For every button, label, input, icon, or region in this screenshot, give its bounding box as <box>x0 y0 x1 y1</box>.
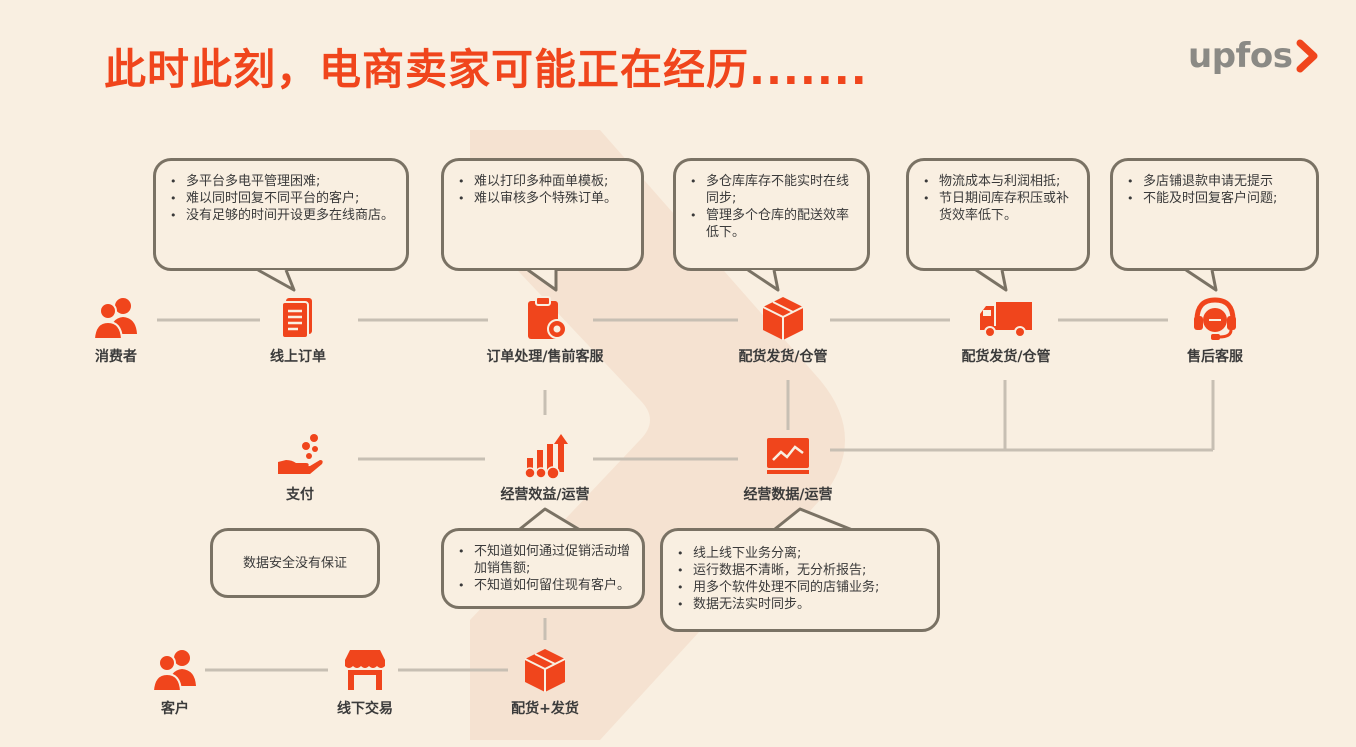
users-icon <box>92 298 137 340</box>
bubble-item: 用多个软件处理不同的店铺业务; <box>675 579 927 596</box>
bubble-item: 多仓库库存不能实时在线同步; <box>688 173 857 207</box>
node-label: 客户 <box>161 701 189 717</box>
bubble-online-order: 多平台多电平管理困难; 难以同时回复不同平台的客户; 没有足够的时间开设更多在线… <box>153 158 409 271</box>
bubble-order-processing: 难以打印多种面单模板; 难以审核多个特殊订单。 <box>441 158 644 271</box>
node-customer: 客户 <box>145 646 205 718</box>
box-icon <box>524 649 566 692</box>
node-business-data: 经营数据/运营 <box>723 432 853 504</box>
node-label: 售后客服 <box>1187 349 1243 365</box>
node-consumer: 消费者 <box>75 294 157 366</box>
node-label: 线上订单 <box>270 349 326 365</box>
brand-logo: upfos <box>1188 36 1322 76</box>
bubble-item: 数据无法实时同步。 <box>675 596 927 613</box>
node-distribute-ship: 配货+发货 <box>500 646 590 718</box>
bubble-item: 线上线下业务分离; <box>675 545 927 562</box>
bubble-business-benefit: 不知道如何通过促销活动增加销售额; 不知道如何留住现有客户。 <box>441 528 645 609</box>
bubble-after-sales: 多店铺退款申请无提示 不能及时回复客户问题; <box>1110 158 1319 271</box>
node-online-order: 线上订单 <box>248 294 348 366</box>
store-icon <box>345 650 385 690</box>
growth-bars-icon <box>524 434 568 480</box>
bubble-tail <box>747 268 780 292</box>
node-after-sales: 售后客服 <box>1165 294 1265 366</box>
users-icon <box>151 650 196 692</box>
node-label: 经营效益/运营 <box>500 487 590 503</box>
bubble-tail <box>975 268 1008 292</box>
node-label: 订单处理/售前客服 <box>486 349 604 365</box>
node-warehouse-2: 配货发货/仓管 <box>941 294 1071 366</box>
node-warehouse-1: 配货发货/仓管 <box>718 294 848 366</box>
bubble-warehouse: 多仓库库存不能实时在线同步; 管理多个仓库的配送效率低下。 <box>673 158 870 271</box>
bubble-text: 数据安全没有保证 <box>242 555 347 571</box>
clipboard-gear-icon <box>528 296 567 339</box>
bubble-item: 难以审核多个特殊订单。 <box>456 190 631 207</box>
hand-coins-icon <box>278 434 323 474</box>
node-label: 线下交易 <box>337 701 393 717</box>
node-payment: 支付 <box>260 432 340 504</box>
bubble-item: 难以打印多种面单模板; <box>456 173 631 190</box>
chevron-right-icon <box>1296 39 1318 73</box>
bubble-item: 不知道如何通过促销活动增加销售额; <box>456 543 632 577</box>
node-business-benefit: 经营效益/运营 <box>480 432 610 504</box>
node-label: 配货+发货 <box>511 701 579 717</box>
page-title: 此时此刻，电商卖家可能正在经历....... <box>104 45 868 94</box>
bubble-business-data: 线上线下业务分离; 运行数据不清晰，无分析报告; 用多个软件处理不同的店铺业务;… <box>660 528 940 632</box>
bubble-tail <box>514 507 586 535</box>
bubble-item: 没有足够的时间开设更多在线商店。 <box>168 207 396 224</box>
node-label: 消费者 <box>95 349 137 365</box>
document-icon <box>281 298 312 339</box>
headset-icon <box>1194 297 1236 340</box>
node-offline-trade: 线下交易 <box>325 646 405 718</box>
bubble-tail <box>1185 268 1218 292</box>
node-label: 配货发货/仓管 <box>961 349 1051 365</box>
node-label: 经营数据/运营 <box>743 487 833 503</box>
bubble-item: 多平台多电平管理困难; <box>168 173 396 190</box>
bubble-item: 多店铺退款申请无提示 <box>1125 173 1306 190</box>
bubble-item: 难以同时回复不同平台的客户; <box>168 190 396 207</box>
bubble-item: 不能及时回复客户问题; <box>1125 190 1306 207</box>
node-label: 配货发货/仓管 <box>738 349 828 365</box>
truck-icon <box>980 302 1032 338</box>
bubble-item: 节日期间库存积压或补货效率低下。 <box>921 190 1077 224</box>
node-label: 支付 <box>286 487 314 503</box>
bubble-tail <box>769 507 861 535</box>
bubble-tail <box>257 268 296 292</box>
bubble-item: 管理多个仓库的配送效率低下。 <box>688 207 857 241</box>
node-order-processing: 订单处理/售前客服 <box>470 294 620 366</box>
bubble-item: 运行数据不清晰，无分析报告; <box>675 562 927 579</box>
bubble-tail <box>527 268 558 292</box>
bubble-payment: 数据安全没有保证 <box>210 528 380 598</box>
bubble-logistics: 物流成本与利润相抵; 节日期间库存积压或补货效率低下。 <box>906 158 1090 271</box>
box-icon <box>762 297 804 340</box>
bubble-item: 不知道如何留住现有客户。 <box>456 577 632 594</box>
trend-chart-icon <box>767 438 809 474</box>
brand-name: upfos <box>1188 36 1293 76</box>
bubble-item: 物流成本与利润相抵; <box>921 173 1077 190</box>
